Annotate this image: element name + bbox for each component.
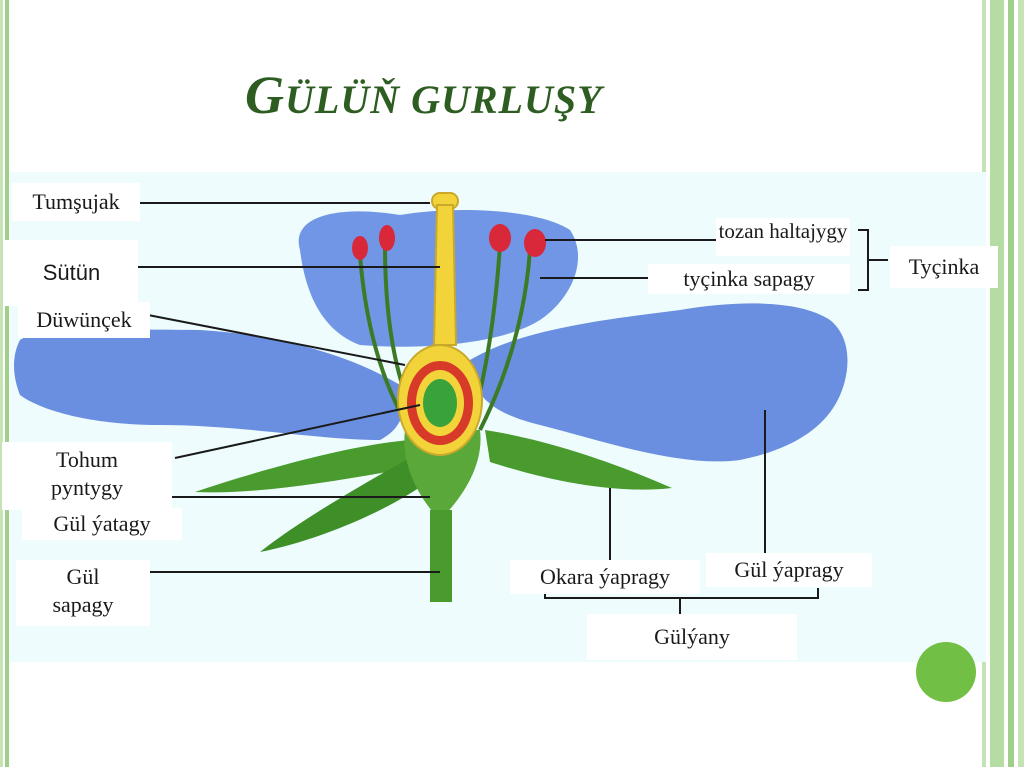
label-tohum-pyntygy: Tohum pyntygy xyxy=(2,442,172,510)
flower-stem xyxy=(430,510,452,602)
label-tycinka-sapagy: tyçinka sapagy xyxy=(648,264,850,294)
label-tozan-haltajygy: tozan haltajygy xyxy=(716,218,850,256)
petal-left xyxy=(14,329,404,440)
title-rest: ÜLÜŇ GURLUŞY xyxy=(285,77,603,122)
label-okara-yapragy: Okara ýapragy xyxy=(510,560,700,594)
page-title: GÜLÜŇ GURLUŞY xyxy=(245,68,603,122)
label-duwuncek: Düwünçek xyxy=(18,302,150,338)
anther xyxy=(489,224,511,252)
title-initial: G xyxy=(245,65,285,125)
label-sutun: Sütün xyxy=(5,240,138,306)
left-frame-border xyxy=(0,0,9,767)
label-tumsujak: Tumşujak xyxy=(12,183,140,221)
sepal-left-lower xyxy=(260,455,430,552)
anther xyxy=(379,225,395,251)
anther xyxy=(524,229,546,257)
ovule xyxy=(423,379,457,427)
petal-right xyxy=(470,303,848,462)
sepal-right xyxy=(485,430,672,490)
label-gulyany: Gülýany xyxy=(587,614,797,660)
accent-dot xyxy=(916,642,976,702)
sepal-left xyxy=(195,440,410,493)
label-gul-sapagy: Gül sapagy xyxy=(16,560,150,626)
label-tycinka: Tyçinka xyxy=(890,246,998,288)
anther xyxy=(352,236,368,260)
label-gul-yapragy: Gül ýapragy xyxy=(706,553,872,587)
pistil-style xyxy=(432,204,458,346)
label-gul-yatagy: Gül ýatagy xyxy=(22,508,182,540)
